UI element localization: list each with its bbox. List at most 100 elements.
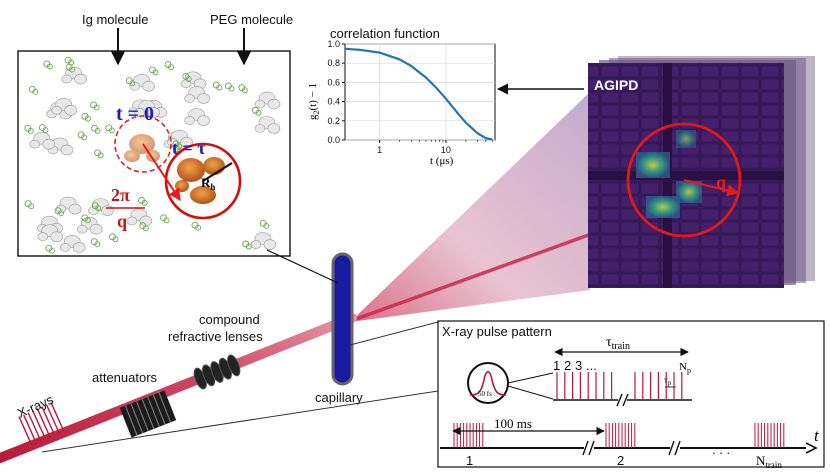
peg-molecule-icon [90, 238, 101, 248]
ig-molecule-icon [29, 131, 56, 150]
peg-molecule-icon [54, 207, 64, 217]
ig-molecule-icon [88, 198, 114, 216]
x-tick-label: 10 [441, 145, 451, 155]
y-tick-label: 0.6 [327, 77, 340, 87]
y-tick-label: 0.2 [327, 116, 340, 126]
ig-molecule-icon [61, 66, 87, 85]
peg-molecule-icon [259, 220, 270, 229]
lenses-label-line1: compound [199, 312, 260, 327]
bright-module-1 [636, 152, 670, 178]
ig-molecule-icon [184, 86, 210, 104]
dashed-circle-t0 [114, 115, 172, 173]
n-train-label: Ntrain [756, 453, 782, 470]
peg-molecule-icon [43, 60, 53, 70]
pulse-link-upper [349, 321, 439, 346]
ig-molecule-icon [254, 91, 281, 110]
t-axis-label: t [814, 426, 820, 445]
attenuators [119, 390, 177, 438]
time-axis-arrowhead [805, 442, 818, 454]
y-tick-label: 1.0 [327, 39, 340, 49]
peg-molecule-icon [109, 233, 119, 243]
ig-molecule-icon [129, 73, 155, 92]
two-pi-label: 2π [111, 185, 130, 205]
scattering-fan [350, 92, 590, 322]
pulse-pattern-panel: X-ray pulse pattern τtrain 50 fs 1 2 3 .… [437, 320, 825, 470]
peg-molecule-icon [77, 131, 88, 141]
zoom-line [266, 249, 339, 284]
ig-molecule-icon [51, 97, 78, 116]
q-denominator: q [117, 211, 127, 231]
agipd-label: AGIPD [594, 77, 638, 93]
sample-illustration: Rh t = 0 t = τ 2π q Ig molecule PEG mole… [17, 12, 293, 257]
peg-molecule-icon [212, 81, 223, 91]
peg-molecule-icon [105, 124, 115, 134]
peg-molecule-icon [24, 124, 34, 134]
ig-molecule-icon [134, 100, 161, 118]
peg-molecule-icon [91, 124, 101, 134]
pulse-1-label: 1 [553, 358, 560, 373]
interval-label: 100 ms [494, 416, 532, 431]
rh-radius-line [202, 162, 233, 182]
x-axis-label: t (μs) [430, 155, 454, 167]
peg-molecule-icon [81, 112, 91, 122]
ig-molecule-label: Ig molecule [82, 12, 148, 27]
y-tick-label: 0.4 [327, 97, 340, 107]
y-tick-label: 0.8 [327, 58, 340, 68]
pulse-2-label: 2 [564, 358, 571, 373]
peg-molecule-icon [149, 66, 159, 76]
peg-molecule-icon [242, 240, 252, 250]
y-axis-label: g2(t) − 1 [307, 83, 321, 120]
bright-module-3 [646, 196, 680, 218]
tau-p-label: τp [664, 375, 672, 387]
capillary [331, 252, 354, 386]
ig-molecule-icon [184, 108, 210, 126]
peg-molecule-icon [160, 214, 170, 224]
gaussian-pulse-icon [469, 370, 507, 396]
peg-molecule-icon [94, 149, 104, 159]
peg-molecule-icon [191, 221, 201, 231]
correlation-title: correlation function [330, 26, 440, 41]
q-vector-label: q [716, 172, 726, 192]
axis-break-1 [582, 440, 595, 456]
pulse-link-lower [41, 390, 439, 453]
peg-molecule-icon [238, 84, 248, 94]
zoom-link-top [507, 372, 554, 384]
attenuators-label: attenuators [92, 370, 158, 385]
gridlines [345, 43, 495, 141]
displacement-arrow [142, 143, 181, 202]
peg-molecule-label: PEG molecule [210, 12, 293, 27]
peg-molecule-icon [38, 124, 49, 134]
incoming-xray-beam [0, 313, 357, 463]
y-ticks: 0.0 0.2 0.4 0.6 0.8 1.0 [327, 39, 345, 145]
q-vector [683, 179, 740, 197]
correlation-curve [344, 47, 493, 141]
train-pulses [556, 372, 683, 400]
pulse-3-label: 3 [575, 358, 582, 373]
t0-label: t = 0 [116, 103, 154, 125]
detector-gap-horizontal [588, 171, 784, 180]
capillary-label: capillary [315, 390, 363, 405]
bright-module-2 [676, 181, 702, 203]
peg-molecule-icon [224, 82, 235, 92]
peg-molecule-icon [251, 106, 262, 116]
tau-train-label: τtrain [606, 335, 630, 352]
fs-label: 50 fs [478, 390, 492, 398]
peg-molecule-icon [91, 202, 102, 212]
axis-break-2 [668, 440, 681, 456]
peg-molecule-icon [64, 56, 75, 66]
y-tick-label: 0.0 [327, 135, 340, 145]
x-tick-label: 1 [377, 145, 382, 155]
ig-molecule-icon [59, 235, 86, 253]
rh-label: Rh [201, 175, 215, 192]
ig-molecule-icon [254, 116, 281, 134]
xray-pulse-icon [18, 402, 65, 447]
axis-break-top [616, 393, 629, 407]
peg-molecule-icon [24, 200, 35, 210]
peg-molecule-icon [81, 214, 91, 224]
ig-molecule-icon [55, 196, 82, 215]
bright-module-4 [676, 130, 696, 148]
q-ring [626, 122, 742, 238]
plot-frame [344, 43, 496, 141]
correlation-plot: correlation function 0.00.20.40.60.81.0 … [307, 26, 496, 167]
np-label: Np [679, 361, 691, 375]
